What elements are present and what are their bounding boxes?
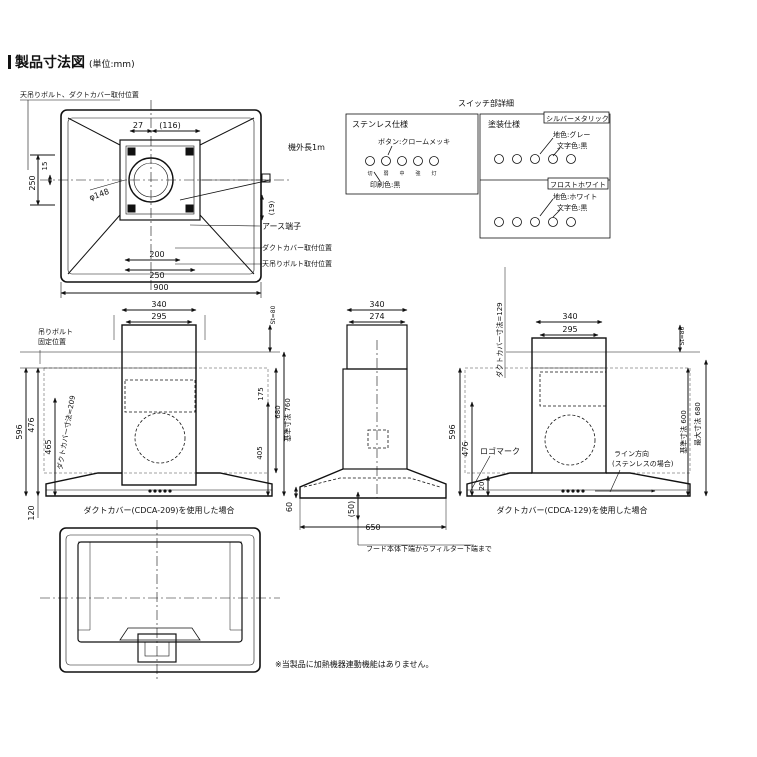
- painted-spec-label: 塗装仕様: [488, 119, 520, 129]
- line-direction-sub: (ステンレスの場合): [612, 459, 674, 468]
- dim-116: (116): [159, 121, 181, 130]
- front-left-duct-dim: ダクトカバー寸法=209: [55, 395, 77, 471]
- ceiling-bolt-duct-label: 天吊りボルト、ダクトカバー取付位置: [20, 90, 139, 99]
- button-name-off: 切: [367, 170, 372, 177]
- hood-bottom-outline: [59, 527, 261, 673]
- hood-body-front: [45, 472, 273, 497]
- dim-680: 680: [274, 405, 282, 418]
- dim-15: 15: [41, 162, 49, 171]
- cord-plug: [261, 173, 271, 183]
- line-direction-label: ライン方向: [614, 449, 649, 458]
- stainless-switch-panel: [345, 113, 479, 195]
- side-dim-60: 60: [285, 502, 294, 512]
- dim-120: 120: [27, 505, 36, 520]
- hood-body-front-129: [466, 472, 691, 497]
- dim-phi148: φ148: [88, 187, 110, 202]
- frost-base-color: 地色:ホワイト: [553, 192, 597, 201]
- note-text: ※当製品に加熱機器連動機能はありません。: [275, 659, 433, 669]
- dim-20: 20: [478, 482, 486, 491]
- switch-detail-title: スイッチ部詳細: [458, 98, 514, 108]
- title-bar-mark: [8, 55, 11, 69]
- silver-metallic-label: シルバーメタリック: [546, 114, 609, 123]
- duct-mount-label: ダクトカバー取付位置: [262, 243, 332, 252]
- print-color-label: 印刷色:黒: [370, 180, 400, 189]
- painted-switch-panel: [479, 113, 611, 239]
- front-right-st80: St=80: [679, 326, 686, 345]
- front-view-129: [458, 267, 708, 497]
- earth-terminal-label: アース端子: [262, 221, 301, 231]
- dim-476-right: 476: [461, 441, 470, 456]
- button-name-mid: 中: [399, 170, 404, 177]
- dim-250-horizontal: 250: [149, 271, 164, 280]
- dim-27: 27: [133, 121, 143, 130]
- button-name-light: 灯: [431, 170, 436, 177]
- button-name-low: 弱: [383, 171, 388, 177]
- side-dim-50: (50): [347, 501, 356, 517]
- frost-text-color: 文字色:黒: [557, 203, 587, 212]
- dim-405: 405: [256, 446, 264, 459]
- front-right-dim-295: 295: [562, 325, 577, 334]
- fixed-position-label: 固定位置: [38, 337, 66, 346]
- dim-600: 基準寸法 600: [679, 410, 688, 454]
- duct-cover-front: [121, 324, 197, 486]
- side-dim-274: 274: [369, 312, 384, 321]
- dim-476-left: 476: [27, 417, 36, 432]
- bottom-view: [40, 520, 280, 680]
- dim-760: 基準寸法 760: [283, 398, 292, 442]
- front-right-buttons: [561, 489, 585, 493]
- dim-596-right: 596: [448, 424, 457, 439]
- filter-panel: [77, 541, 243, 643]
- front-right-duct-dim: ダクトカバー寸法=129: [495, 302, 504, 377]
- cord-length-label: 機外長1m: [288, 142, 325, 152]
- logo-mark-label: ロゴマーク: [480, 446, 520, 456]
- button-chrome-label: ボタン:クロームメッキ: [378, 137, 450, 146]
- dim-596-left: 596: [15, 424, 24, 439]
- front-left-buttons: [148, 489, 172, 493]
- page-title: 製品寸法図 (単位:mm): [8, 52, 135, 72]
- unit-label: (単位:mm): [89, 60, 135, 70]
- front-right-dim-340: 340: [562, 312, 577, 321]
- side-duct-cover: [342, 368, 408, 470]
- dim-465: 465: [44, 439, 53, 454]
- dim-680-right: 最大寸法 680: [693, 402, 702, 446]
- title-text: 製品寸法図: [15, 55, 85, 71]
- switch-detail-panel: [345, 111, 611, 239]
- front-right-caption: ダクトカバー(CDCA-129)を使用した場合: [496, 505, 647, 515]
- silver-base-color: 地色:グレー: [553, 130, 590, 139]
- duct-cover-front-129: [531, 337, 607, 474]
- dim-250-vertical: 250: [28, 175, 37, 190]
- bolt-mount-label: 天吊りボルト取付位置: [262, 259, 332, 268]
- side-view: [294, 308, 474, 546]
- dim-200: 200: [149, 250, 164, 259]
- front-left-st80: St=80: [270, 305, 277, 324]
- silver-text-color: 文字色:黒: [557, 141, 587, 150]
- frost-white-label: フロストホワイト: [550, 181, 606, 189]
- dim-900: 900: [153, 283, 168, 292]
- top-view: [20, 99, 290, 298]
- hanging-bolt-label: 吊りボルト: [38, 328, 73, 336]
- front-left-dim-340: 340: [151, 300, 166, 309]
- dim-175: 175: [257, 387, 265, 400]
- front-left-caption: ダクトカバー(CDCA-209)を使用した場合: [83, 505, 234, 515]
- filter-distance-label: フード本体下端からフィルター下端まで: [366, 544, 492, 553]
- side-dim-650: 650: [365, 523, 380, 532]
- dim-19: (19): [268, 201, 276, 216]
- button-name-high: 強: [415, 170, 420, 177]
- side-hood-body: [299, 468, 447, 499]
- front-left-dim-295: 295: [151, 312, 166, 321]
- stainless-spec-label: ステンレス仕様: [352, 119, 408, 129]
- side-dim-340: 340: [369, 300, 384, 309]
